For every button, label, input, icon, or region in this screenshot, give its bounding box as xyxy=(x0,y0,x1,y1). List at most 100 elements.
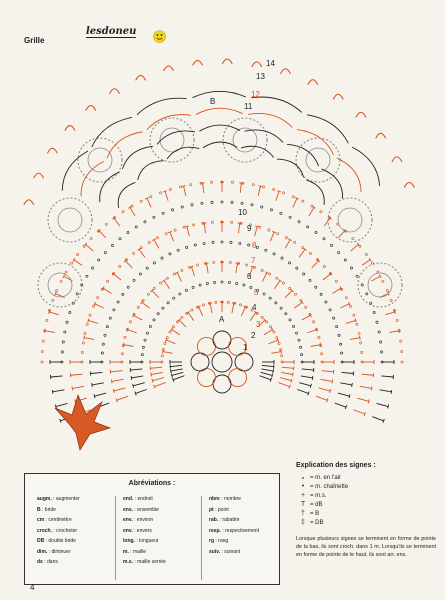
chain-row xyxy=(164,232,168,235)
side-fan-stitch xyxy=(131,375,144,379)
side-fan-stitch xyxy=(300,375,313,379)
chain-row xyxy=(319,293,323,296)
stitch-symbol-icon: ‡ xyxy=(301,519,305,526)
chain-row xyxy=(106,279,110,283)
outer-scallop xyxy=(244,129,284,143)
legend-item: += m.s. xyxy=(296,491,436,500)
side-fan-stitch xyxy=(113,387,126,392)
chain-row xyxy=(269,325,272,329)
chain-row xyxy=(130,204,134,208)
chain-row xyxy=(63,330,67,334)
abbreviation-meaning: : endroit xyxy=(133,496,153,502)
chain-row xyxy=(85,322,89,326)
chain-row xyxy=(375,320,379,324)
chain-row xyxy=(317,336,321,339)
side-fan-stitch xyxy=(150,372,152,377)
legend-text: = B xyxy=(310,510,320,517)
stitch-row xyxy=(303,247,307,251)
chain-row xyxy=(220,280,224,284)
outer-scallop xyxy=(156,130,196,145)
chain-row xyxy=(320,352,324,356)
row-number-11: 11 xyxy=(244,102,253,111)
chain-row xyxy=(245,263,248,267)
chain-row xyxy=(264,248,268,252)
chain-row xyxy=(299,345,303,349)
chain-row xyxy=(369,301,373,305)
stitch-symbol-icon: • xyxy=(301,483,305,490)
legend-items: ∘= m. en l'air•= m. chaînette+= m.s.T= d… xyxy=(296,473,436,527)
side-fan-stitch xyxy=(170,368,183,372)
row-number-4: 4 xyxy=(252,303,257,312)
chain-row xyxy=(249,223,252,227)
chain-row xyxy=(210,180,213,184)
row-number-12: 12 xyxy=(251,90,260,99)
stitch-row xyxy=(145,197,150,200)
chain-row xyxy=(291,195,295,199)
chain-row xyxy=(310,204,314,208)
chain-row xyxy=(242,283,246,287)
chain-row xyxy=(250,308,254,312)
rosette-center xyxy=(57,207,83,233)
stitch-row xyxy=(186,310,191,314)
chain-row xyxy=(88,313,92,317)
chain-row xyxy=(295,266,299,270)
side-fan-stitch xyxy=(50,375,63,378)
side-fan-stitch xyxy=(151,378,154,383)
abbreviation-meaning: : ensemble xyxy=(133,506,159,513)
chain-row xyxy=(262,292,266,296)
chain-row xyxy=(108,316,112,320)
stitch-row xyxy=(177,318,181,322)
stitch-row xyxy=(98,230,107,239)
stitch-row xyxy=(125,260,133,269)
stitch-row xyxy=(162,349,164,354)
chain-row xyxy=(385,289,389,293)
chain-row xyxy=(330,243,333,247)
smiley-icon xyxy=(153,30,166,43)
chain-row xyxy=(372,311,376,314)
outer-scallop xyxy=(199,124,241,132)
chain-row xyxy=(312,320,315,324)
side-fan-stitch xyxy=(259,375,272,381)
stitch-row xyxy=(239,182,242,194)
stitch-row xyxy=(153,239,160,249)
outer-scallop xyxy=(352,146,381,186)
row-number-10: 10 xyxy=(238,208,247,217)
chain-row xyxy=(193,243,197,247)
abbreviation-meaning: : augmenter xyxy=(51,496,80,502)
side-fan-stitch xyxy=(351,382,353,387)
chain-row xyxy=(51,299,55,302)
stitch-row xyxy=(127,329,137,334)
chain-row xyxy=(129,320,132,324)
legend-note: Lorsque plusieurs signes se terminent en… xyxy=(296,536,436,558)
row-number-9: 9 xyxy=(247,224,252,233)
outer-scallop xyxy=(166,146,200,160)
chain-row xyxy=(355,322,359,326)
stitch-row xyxy=(350,244,359,252)
chain-row xyxy=(202,241,206,245)
chain-row xyxy=(260,205,264,209)
stitch-row xyxy=(43,328,46,333)
outer-scallop xyxy=(91,117,133,148)
stitch-row xyxy=(84,337,95,340)
stitch-row xyxy=(398,328,401,333)
stitch-row xyxy=(111,216,116,220)
chain-row xyxy=(200,201,204,205)
side-fan-stitch xyxy=(52,389,65,393)
abbreviation-item: rab. : rabattre xyxy=(209,515,259,526)
side-fan-stitch xyxy=(150,366,163,369)
chain-row xyxy=(159,191,162,195)
side-fan-stitch xyxy=(134,391,137,396)
stitch-row xyxy=(337,230,346,239)
outer-scallop xyxy=(192,90,246,99)
chain-row xyxy=(81,341,85,345)
outer-scallop xyxy=(286,143,320,167)
stitch-row xyxy=(257,186,261,197)
chain-row xyxy=(184,288,188,292)
side-fan-stitch xyxy=(116,395,129,401)
stitch-row xyxy=(189,265,194,268)
outer-scallop xyxy=(336,157,362,193)
abbreviation-key: pt xyxy=(209,506,214,513)
chain-row xyxy=(156,312,160,316)
picot-border xyxy=(192,59,204,66)
chain-row xyxy=(280,354,284,358)
